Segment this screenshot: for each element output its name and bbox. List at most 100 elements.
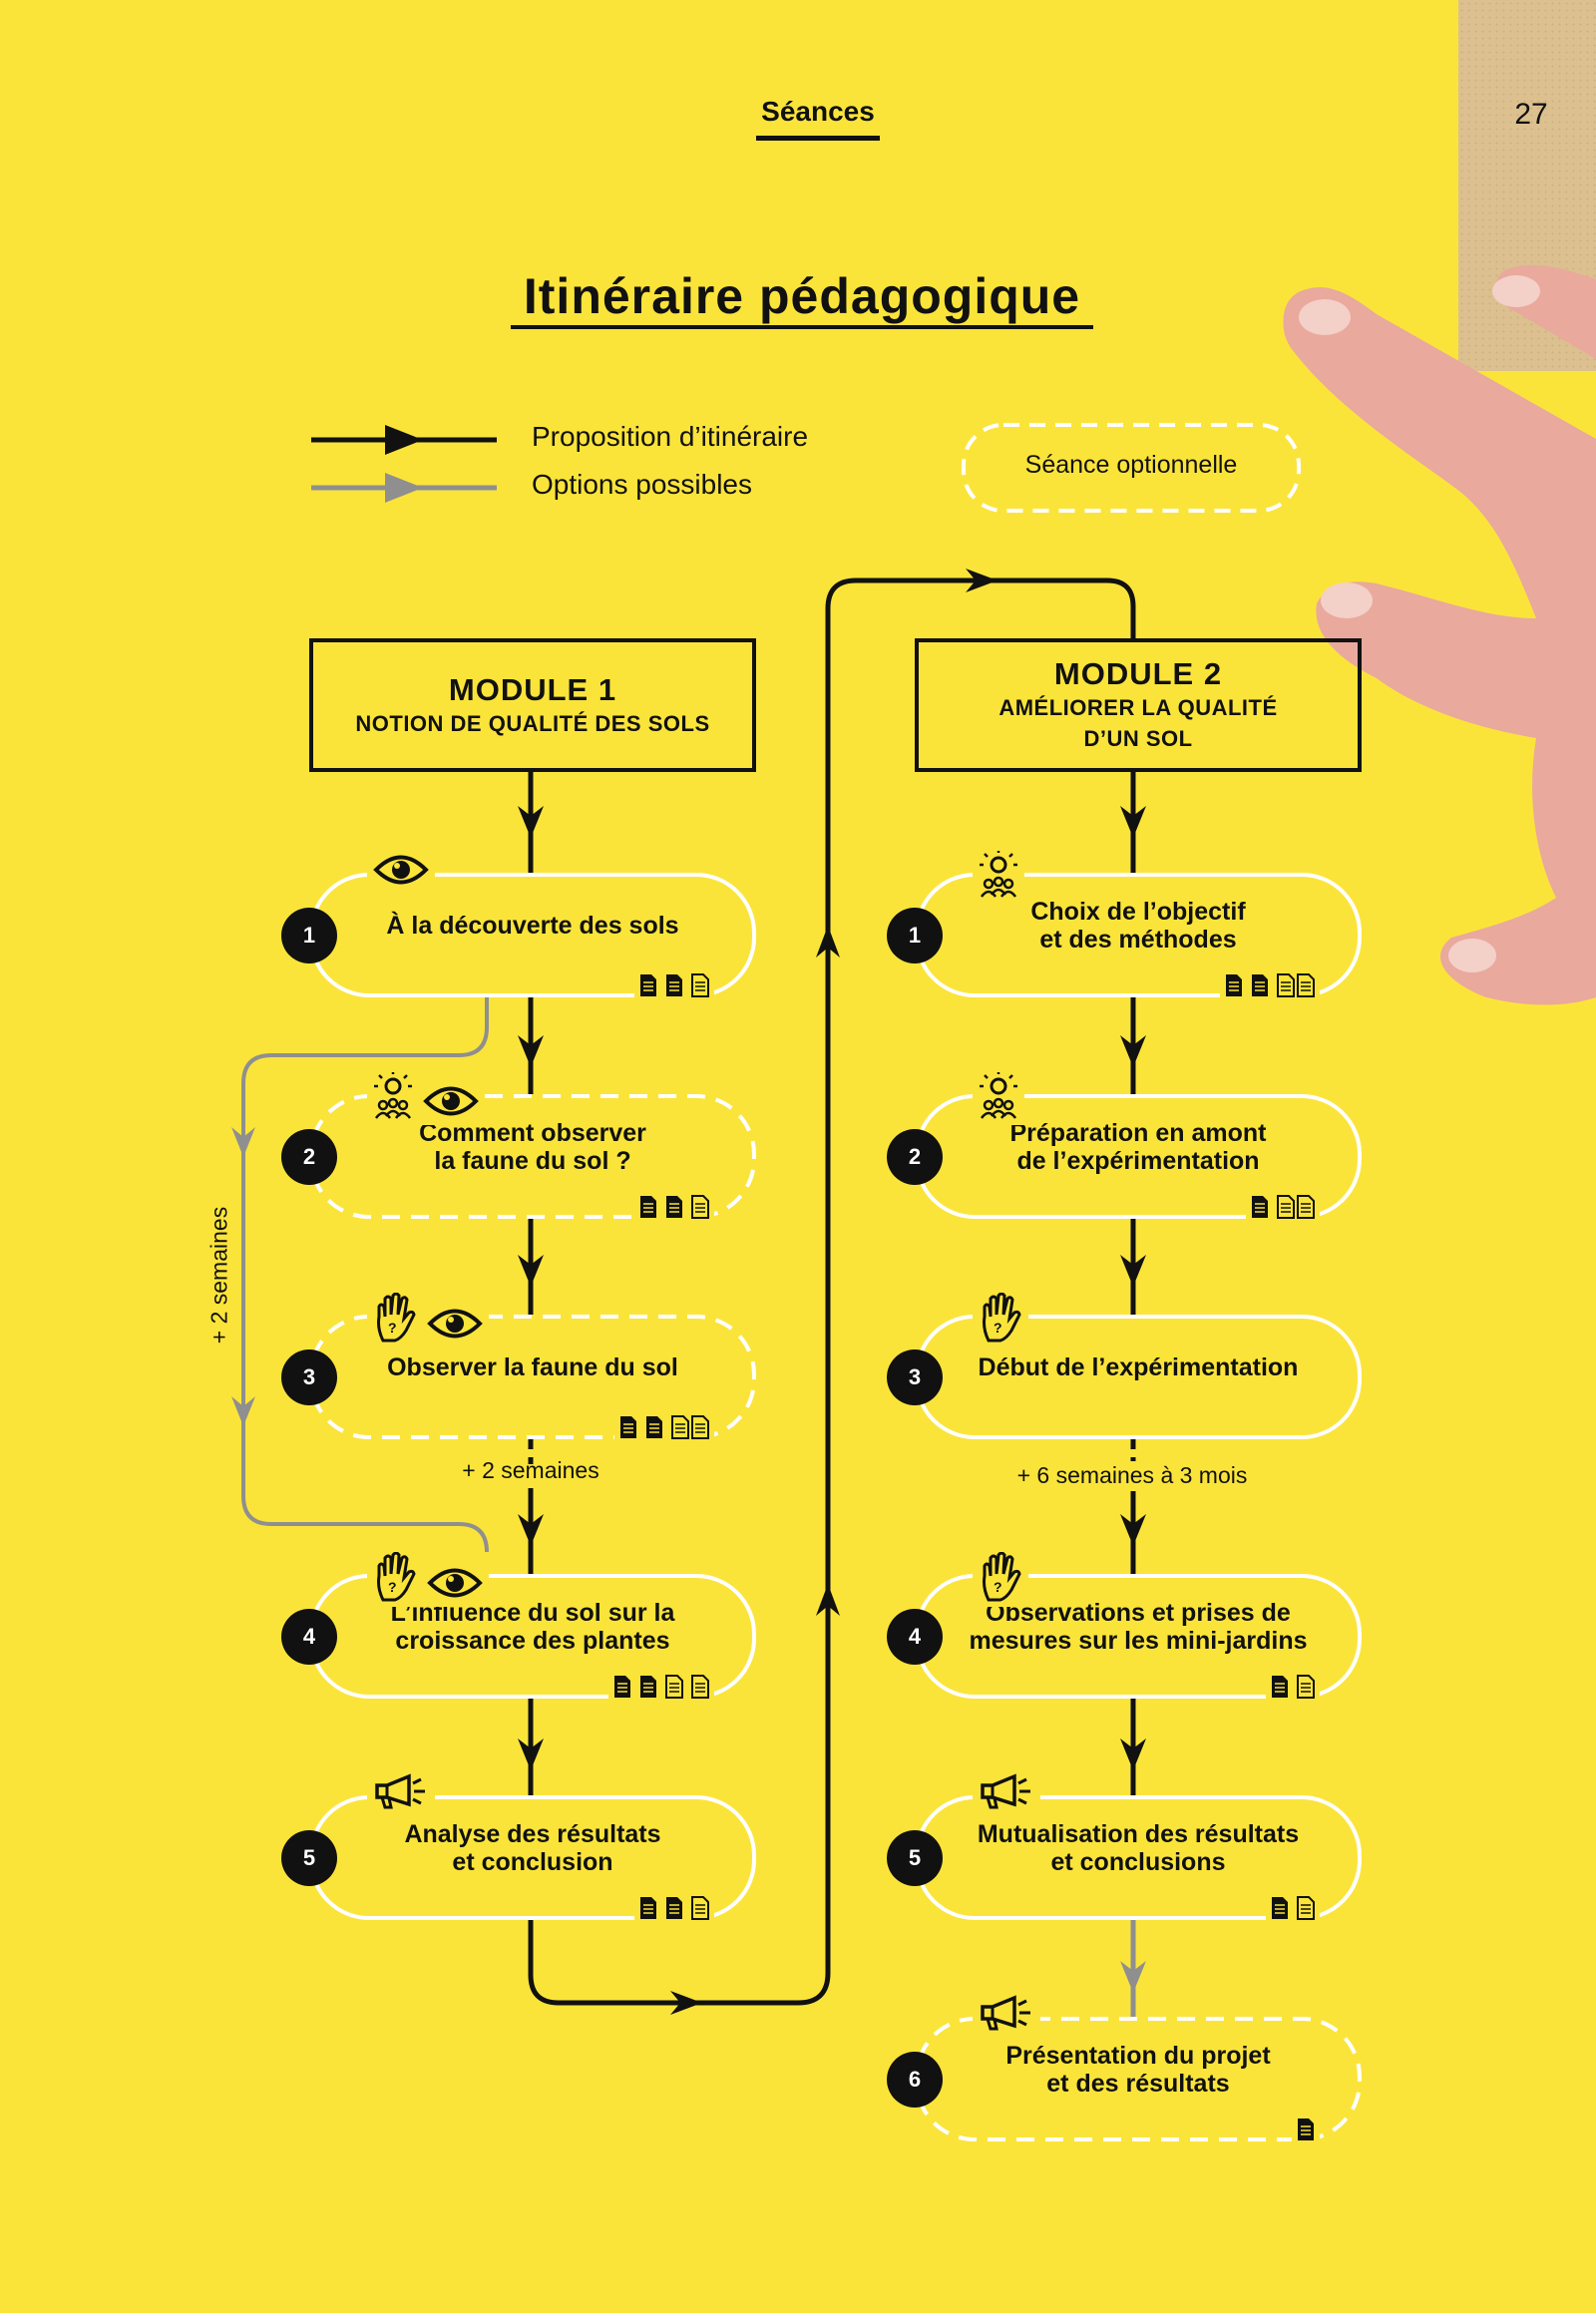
megaphone-icon xyxy=(373,1773,429,1814)
module-2-session-5-title-line: Mutualisation des résultats xyxy=(977,1819,1300,1848)
document-outline-double-icon[interactable] xyxy=(1276,973,1316,1002)
document-outline-icon[interactable] xyxy=(1296,1675,1316,1704)
module-1-session-1-title[interactable]: À la découverte des sols xyxy=(349,883,716,967)
lightbulb-group-icon xyxy=(373,1070,413,1125)
module-1-session-2-title-line: la faune du sol ? xyxy=(434,1146,631,1175)
module-1-session-1-fill xyxy=(329,879,736,991)
eye-icon xyxy=(427,1305,483,1348)
connector-arrow-up-icon xyxy=(816,926,840,958)
connector-arrow-right-icon xyxy=(966,569,998,592)
module-2-box: MODULE 2 AMÉLIORER LA QUALITÉ D’UN SOL xyxy=(915,638,1362,772)
connector-arrow-up-icon xyxy=(816,1584,840,1616)
module-2-delay-label: + 6 semaines à 3 mois xyxy=(1016,1462,1248,1488)
module-2-session-6-title-line: Présentation du projet xyxy=(1005,2041,1271,2070)
module-1-session-1-number: 1 xyxy=(281,907,337,964)
legend-optional-box xyxy=(962,423,1301,513)
document-outline-double-icon[interactable] xyxy=(670,1415,710,1444)
module-1-bypass-delay-label: + 2 semaines xyxy=(205,1206,232,1345)
module-2-session-4-resources xyxy=(1266,1675,1320,1704)
connector-arrow-right-icon xyxy=(670,1991,702,2015)
document-filled-icon[interactable] xyxy=(664,1896,684,1925)
document-filled-icon[interactable] xyxy=(638,973,658,1002)
legend-optional-label: Séance optionnelle xyxy=(1024,451,1238,479)
document-outline-icon[interactable] xyxy=(690,1675,710,1704)
module-2-session-3-title[interactable]: Début de l’expérimentation xyxy=(955,1325,1322,1409)
document-outline-icon[interactable] xyxy=(690,1896,710,1925)
module-1-session-4-resources xyxy=(608,1675,714,1704)
module-2-session-6-number: 6 xyxy=(887,2051,943,2108)
document-outline-icon[interactable] xyxy=(1296,1896,1316,1925)
svg-text:?: ? xyxy=(388,1320,397,1336)
hand-icon: ? xyxy=(373,1292,417,1348)
module-2-session-1-icons xyxy=(973,849,1024,904)
document-outline-double-icon[interactable] xyxy=(1276,1195,1316,1224)
document-filled-icon[interactable] xyxy=(612,1675,632,1704)
document-outline-icon[interactable] xyxy=(664,1675,684,1704)
module-1-session-3-resources xyxy=(614,1415,714,1444)
module-1-session-5-title-line: et conclusion xyxy=(452,1847,613,1876)
document-filled-icon[interactable] xyxy=(1224,973,1244,1002)
module-2-session-4-icons: ? xyxy=(973,1551,1028,1607)
module-2-session-3-icons: ? xyxy=(973,1292,1028,1348)
document-filled-icon[interactable] xyxy=(1250,1195,1270,1224)
options-arrow-down-icon xyxy=(231,1127,255,1157)
document-filled-icon[interactable] xyxy=(664,973,684,1002)
module-2-subtitle-line-1: AMÉLIORER LA QUALITÉ xyxy=(998,695,1278,720)
module-1-session-3-icons: ? xyxy=(367,1292,489,1348)
module-1-delay-label: + 2 semaines xyxy=(462,1457,599,1483)
module-2-session-1-title-line: et des méthodes xyxy=(1039,925,1237,954)
eye-icon xyxy=(423,1082,479,1125)
module-2-session-6-icons xyxy=(973,1995,1040,2036)
document-filled-icon[interactable] xyxy=(618,1415,638,1444)
module-2-session-5-icons xyxy=(973,1773,1040,1814)
svg-text:?: ? xyxy=(994,1579,1002,1595)
document-filled-icon[interactable] xyxy=(664,1195,684,1224)
module-2-session-4-title-line: Observations et prises de xyxy=(986,1598,1291,1627)
module-2-session-4-title-line: mesures sur les mini-jardins xyxy=(969,1626,1308,1655)
lightbulb-group-icon xyxy=(979,1070,1018,1125)
module-2-session-5-title-line: et conclusions xyxy=(1050,1847,1226,1876)
document-filled-icon[interactable] xyxy=(644,1415,664,1444)
module-2-session-3-number: 3 xyxy=(887,1349,943,1405)
module-1-session-4-title-line: croissance des plantes xyxy=(395,1626,670,1655)
document-filled-icon[interactable] xyxy=(638,1675,658,1704)
module-2-session-6-fill xyxy=(935,2023,1342,2135)
legend-main-arrow-icon xyxy=(385,425,423,455)
module-2-session-2-resources xyxy=(1246,1195,1320,1224)
document-filled-icon[interactable] xyxy=(1270,1896,1290,1925)
document-outline-icon[interactable] xyxy=(690,1195,710,1224)
page-number: 27 xyxy=(1514,98,1548,131)
module-1-box: MODULE 1 NOTION DE QUALITÉ DES SOLS xyxy=(309,638,756,772)
module-2-session-5-resources xyxy=(1266,1896,1320,1925)
page-title-underline xyxy=(511,325,1093,329)
document-filled-icon[interactable] xyxy=(1250,973,1270,1002)
document-outline-icon[interactable] xyxy=(690,973,710,1002)
module-1-session-2-resources xyxy=(634,1195,714,1224)
document-filled-icon[interactable] xyxy=(638,1896,658,1925)
module-1-session-3-title[interactable]: Observer la faune du sol xyxy=(349,1325,716,1409)
document-filled-icon[interactable] xyxy=(638,1195,658,1224)
document-filled-icon[interactable] xyxy=(1270,1675,1290,1704)
module-1-path xyxy=(528,578,1136,2006)
module-2-session-1-resources xyxy=(1220,973,1320,1002)
module-1-session-3-title-line: Observer la faune du sol xyxy=(387,1352,678,1381)
module-2-session-2-number: 2 xyxy=(887,1128,943,1185)
document-filled-icon[interactable] xyxy=(1296,2118,1316,2146)
module-2-session-1-title-line: Choix de l’objectif xyxy=(1030,897,1246,926)
module-1-session-1-icons xyxy=(367,851,435,894)
module-1-session-3-number: 3 xyxy=(281,1349,337,1405)
svg-text:?: ? xyxy=(388,1579,397,1595)
eye-icon xyxy=(427,1564,483,1607)
options-arrow-down-icon xyxy=(231,1396,255,1426)
module-1-arrows xyxy=(518,569,998,2015)
module-1-session-4-icons: ? xyxy=(367,1551,489,1607)
module-1-session-2-number: 2 xyxy=(281,1128,337,1185)
section-header-underline xyxy=(756,136,880,141)
